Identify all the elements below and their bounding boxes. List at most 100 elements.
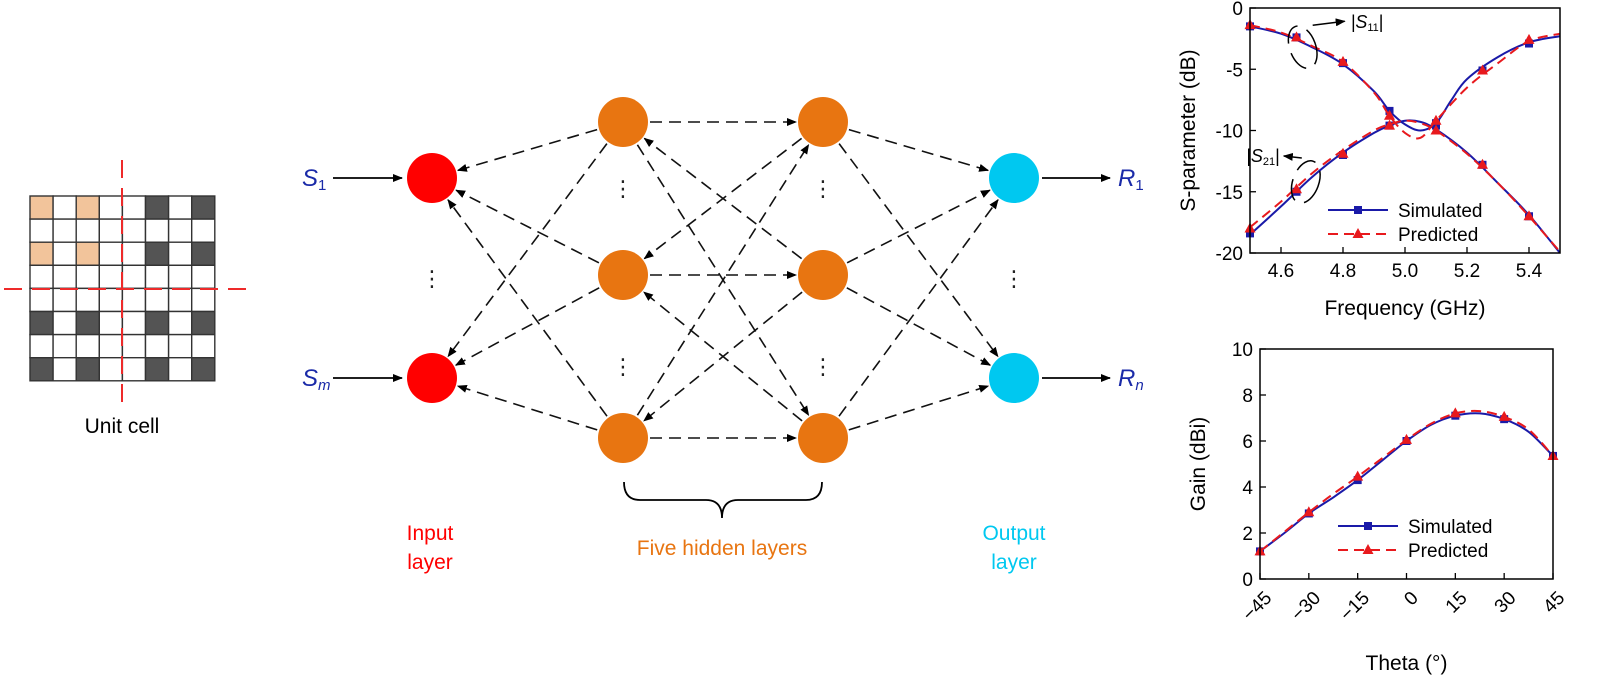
unit-cell-square [167,333,193,359]
unit-cell-square [29,333,54,359]
unit-cell-square [75,333,100,359]
unit-cell-square [167,310,193,336]
unit-cell-square [144,241,170,266]
hidden-neuron [798,250,848,300]
unit-cell-square [75,195,100,220]
unit-cell-square [29,218,54,243]
output-layer-label-line1: Output [982,522,1045,545]
predicted-marker [1384,119,1395,130]
predicted-marker [1498,410,1510,421]
unit-cell [4,160,248,405]
predicted-marker [1401,433,1412,444]
legend-simulated-marker [1354,206,1362,214]
predicted-marker [1384,109,1395,120]
unit-cell-square [121,333,147,359]
unit-cell-square [29,310,54,336]
y-axis-label: Gain (dBi) [1187,417,1210,512]
unit-cell-square [121,241,147,266]
input-layer-label-line2: layer [407,551,453,574]
output-variable-label: R1 [1118,165,1144,194]
predicted-marker [1477,158,1488,169]
network-connection [636,143,810,416]
predicted-marker [1430,114,1442,125]
predicted-marker [1291,183,1302,194]
network-connection [454,287,600,366]
predicted-marker [1430,124,1442,135]
ellipsis: ⋮ [1003,267,1025,292]
unit-cell-square [190,218,216,243]
x-tick-label: 4.6 [1268,261,1294,282]
unit-cell-square [144,264,170,290]
network-connection [846,287,992,366]
unit-cell-square [144,333,170,359]
unit-cell-caption: Unit cell [85,415,160,438]
ellipsis: ⋮ [612,355,634,380]
s11-annotation-arrow [1312,18,1346,27]
unit-cell-square [98,218,124,243]
network-connection [838,198,999,417]
input-variable-label: S1 [302,165,326,194]
predicted-marker [1337,55,1349,66]
s21-annotation-arrow [1282,152,1302,161]
unit-cell-square [52,218,77,243]
s21-annotation-ring [1290,160,1321,204]
predicted-marker [1477,64,1488,75]
x-tick-label: −45 [1239,588,1277,626]
hidden-neuron [798,97,848,147]
network-connection [848,384,990,431]
network-connection [447,143,608,358]
unit-cell-square [75,287,100,313]
s11-annotation-label: |S11| [1351,12,1384,34]
unit-cell-square [190,264,216,290]
unit-cell-square [167,264,193,290]
unit-cell-square [98,195,124,220]
unit-cell-square [52,241,77,266]
ellipsis: ⋮ [812,177,834,202]
network-connection [838,143,999,358]
x-tick-label: 15 [1442,588,1472,618]
legend-predicted-marker [1352,228,1364,238]
unit-cell-square [190,195,216,220]
unit-cell-square [144,287,170,313]
unit-cell-square [144,310,170,336]
x-tick-label: 5.0 [1392,261,1418,282]
y-tick-label: 4 [1242,478,1253,499]
unit-cell-square [144,357,170,382]
input-neuron [407,353,457,403]
unit-cell-square [75,218,100,243]
legend-predicted-label: Predicted [1398,225,1478,246]
unit-cell-square [52,357,77,382]
unit-cell-square [167,218,193,243]
x-tick-label: 4.8 [1330,261,1356,282]
ellipsis: ⋮ [612,177,634,202]
x-tick-label: −15 [1336,588,1374,626]
unit-cell-square [167,241,193,266]
series-line-simulated [1250,25,1560,132]
unit-cell-square [121,310,147,336]
unit-cell-square [98,287,124,313]
unit-cell-square [190,333,216,359]
unit-cell-square [98,264,124,290]
network-connection [455,189,600,264]
unit-cell-square [190,310,216,336]
unit-cell-square [29,357,54,382]
x-tick-label: 5.2 [1454,261,1480,282]
y-tick-label: -5 [1226,60,1243,81]
hidden-layers-brace [623,481,823,519]
unit-cell-square [98,310,124,336]
network-connection [456,384,598,431]
x-tick-label: 5.4 [1516,261,1543,282]
unit-cell-square [121,264,147,290]
ellipsis: ⋮ [812,355,834,380]
network-connection [643,291,803,422]
y-tick-label: 10 [1232,340,1253,361]
x-tick-label: −30 [1287,588,1325,626]
series-line-predicted [1260,409,1553,553]
unit-cell-square [75,264,100,290]
output-neuron [989,153,1039,203]
y-tick-label: 6 [1242,432,1253,453]
y-tick-label: -20 [1216,244,1243,265]
